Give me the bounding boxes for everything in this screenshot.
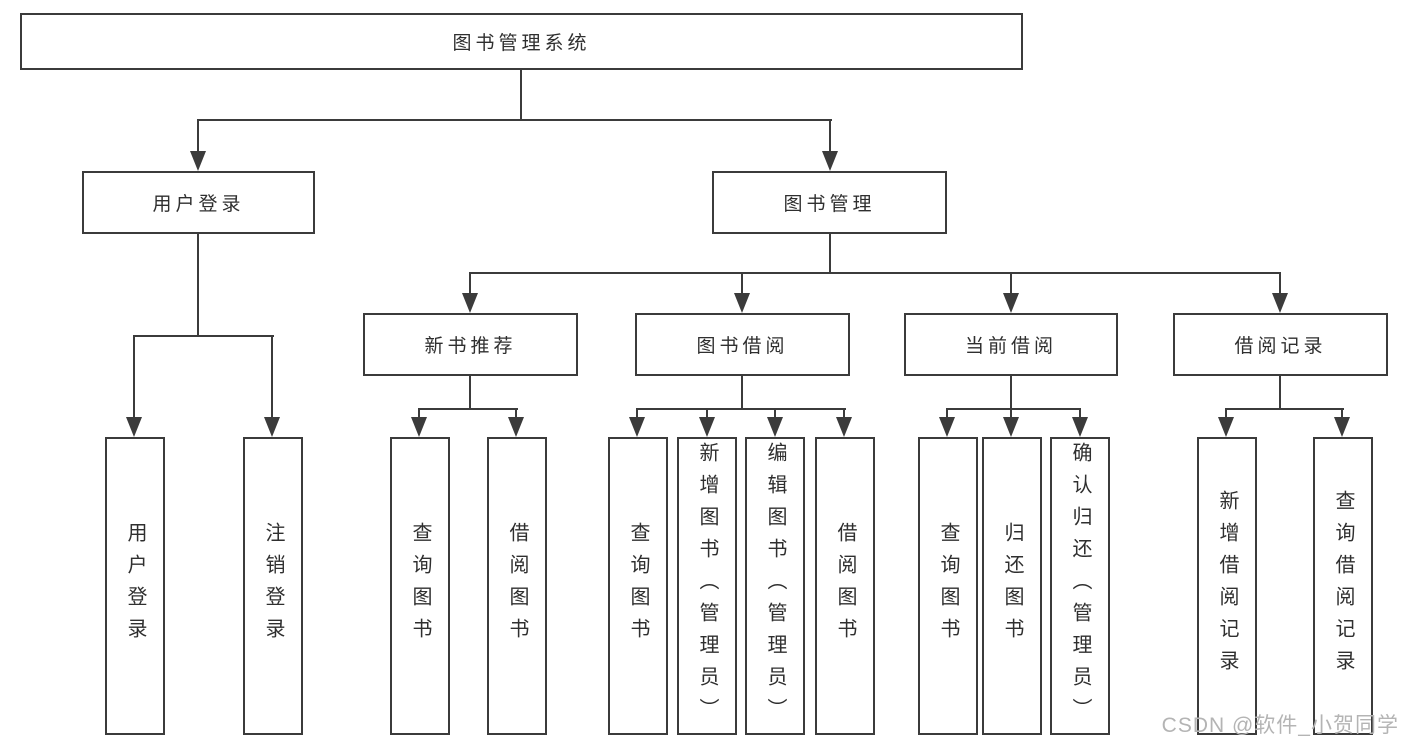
node-label: 编辑图书（管理员）: [764, 442, 786, 730]
leaf-newbooks-query-books: 查询图书: [390, 437, 450, 735]
node-label: 查询借阅记录: [1332, 490, 1354, 682]
leaf-newbooks-borrow-books: 借阅图书: [487, 437, 547, 735]
node-label: 图书借阅: [696, 336, 789, 357]
node-label: 查询图书: [627, 522, 649, 650]
arrow-down-icon: [190, 119, 206, 171]
node-label: 用户登录: [152, 194, 245, 215]
node-user-login: 用户登录: [82, 171, 315, 234]
leaf-borrow-borrow-books: 借阅图书: [815, 437, 875, 735]
connector-vline: [197, 233, 199, 337]
node-label: 图书管理系统: [452, 33, 591, 54]
arrow-down-icon: [126, 335, 142, 437]
leaf-current-confirm-return-admin: 确认归还（管理员）: [1050, 437, 1110, 735]
leaf-records-add-record: 新增借阅记录: [1197, 437, 1257, 735]
node-label: 新书推荐: [424, 336, 517, 357]
node-label: 借阅图书: [506, 522, 528, 650]
arrow-down-icon: [822, 119, 838, 171]
node-new-book-recommend: 新书推荐: [363, 313, 578, 376]
leaf-logout-login: 注销登录: [243, 437, 303, 735]
node-label: 查询图书: [937, 522, 959, 650]
node-library-system: 图书管理系统: [20, 13, 1023, 70]
leaf-current-return-books: 归还图书: [982, 437, 1042, 735]
connector-vline: [520, 68, 522, 121]
arrow-down-icon: [629, 408, 645, 437]
arrow-down-icon: [264, 335, 280, 437]
leaf-borrow-add-books-admin: 新增图书（管理员）: [677, 437, 737, 735]
connector-hline: [469, 272, 1281, 274]
leaf-borrow-query-books: 查询图书: [608, 437, 668, 735]
connector-vline: [741, 374, 743, 410]
connector-vline: [1279, 374, 1281, 410]
leaf-user-login: 用户登录: [105, 437, 165, 735]
node-label: 当前借阅: [964, 336, 1057, 357]
connector-hline: [636, 408, 846, 410]
node-book-management: 图书管理: [712, 171, 947, 234]
node-label: 归还图书: [1001, 522, 1023, 650]
connector-hline: [197, 119, 832, 121]
leaf-records-query-record: 查询借阅记录: [1313, 437, 1373, 735]
leaf-current-query-books: 查询图书: [918, 437, 978, 735]
arrow-down-icon: [939, 408, 955, 437]
arrow-down-icon: [1272, 272, 1288, 313]
node-label: 用户登录: [124, 522, 146, 650]
connector-hline: [946, 408, 1081, 410]
node-label: 新增借阅记录: [1216, 490, 1238, 682]
node-label: 查询图书: [409, 522, 431, 650]
node-label: 注销登录: [262, 522, 284, 650]
arrow-down-icon: [699, 408, 715, 437]
node-label: 图书管理: [783, 194, 876, 215]
leaf-borrow-edit-books-admin: 编辑图书（管理员）: [745, 437, 805, 735]
connector-vline: [1010, 374, 1012, 410]
arrow-down-icon: [462, 272, 478, 313]
watermark: CSDN @软件_小贺同学: [1161, 714, 1399, 737]
arrow-down-icon: [1003, 272, 1019, 313]
connector-hline: [1225, 408, 1344, 410]
arrow-down-icon: [836, 408, 852, 437]
connector-vline: [829, 233, 831, 274]
connector-vline: [469, 374, 471, 410]
arrow-down-icon: [1218, 408, 1234, 437]
connector-hline: [133, 335, 274, 337]
arrow-down-icon: [1072, 408, 1088, 437]
node-label: 借阅图书: [834, 522, 856, 650]
arrow-down-icon: [767, 408, 783, 437]
arrow-down-icon: [734, 272, 750, 313]
node-borrowing-records: 借阅记录: [1173, 313, 1388, 376]
arrow-down-icon: [1003, 408, 1019, 437]
node-label: 确认归还（管理员）: [1069, 442, 1091, 730]
node-label: 新增图书（管理员）: [696, 442, 718, 730]
node-book-borrowing: 图书借阅: [635, 313, 850, 376]
arrow-down-icon: [1334, 408, 1350, 437]
connector-hline: [418, 408, 518, 410]
arrow-down-icon: [508, 408, 524, 437]
arrow-down-icon: [411, 408, 427, 437]
node-current-borrowing: 当前借阅: [904, 313, 1118, 376]
node-label: 借阅记录: [1234, 336, 1327, 357]
